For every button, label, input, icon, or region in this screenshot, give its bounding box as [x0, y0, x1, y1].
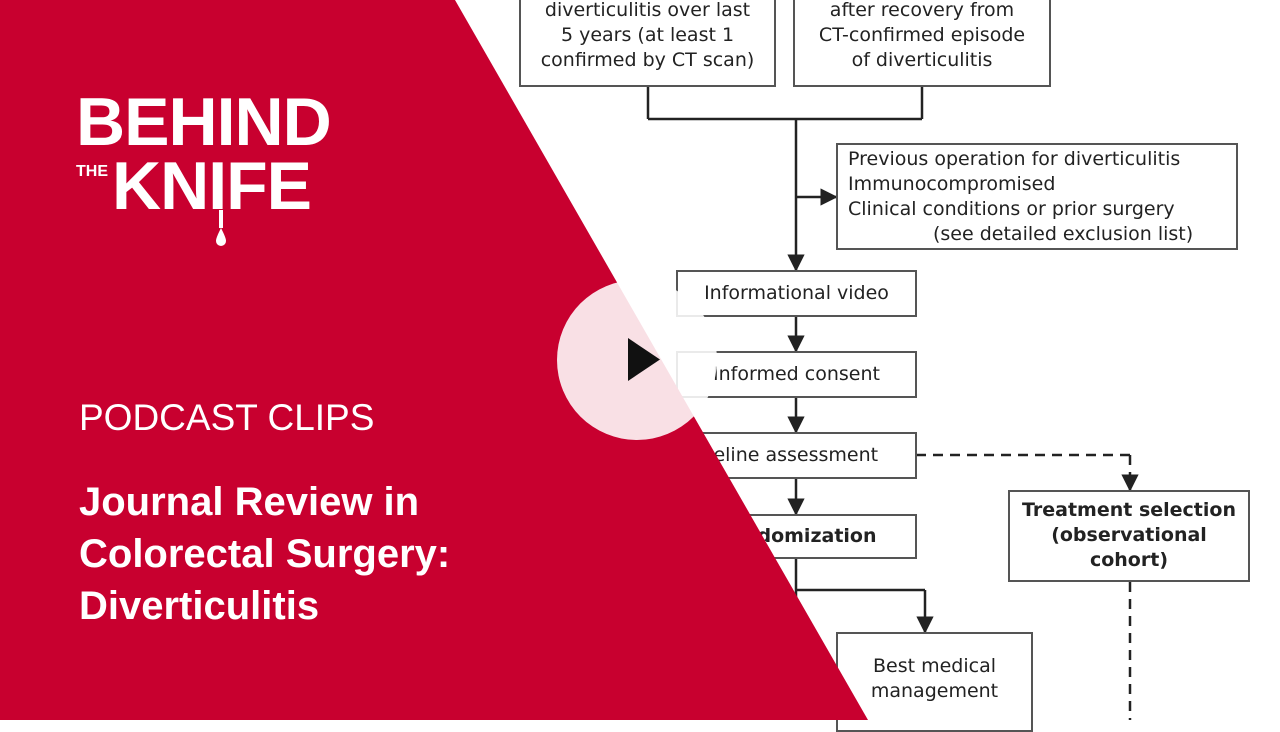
play-button[interactable] [557, 280, 717, 440]
box-right-line: CT-confirmed episode [818, 24, 1026, 46]
episode-title-line: Colorectal Surgery: [79, 532, 451, 576]
podcast-clips-label: PODCAST CLIPS [79, 397, 375, 438]
logo-word-knife: KNIFE [112, 148, 312, 224]
exclusion-line: Previous operation for diverticulitis [848, 148, 1181, 170]
box-right-line: of diverticulitis [851, 49, 993, 71]
baseline-assessment-label: Baseline assessment [678, 444, 879, 466]
randomization-box: Randomization [676, 514, 917, 559]
behind-the-knife-logo: BEHIND THE KNIFE [76, 88, 332, 246]
exclusion-criteria-box: Previous operation for diverticulitis Im… [836, 143, 1238, 250]
box-left-line: diverticulitis over last [544, 0, 751, 21]
inclusion-box-right: after recovery from CT-confirmed episode… [793, 0, 1051, 87]
play-icon [628, 338, 660, 381]
treatment-selection-line: (observational [1051, 524, 1207, 546]
episode-title: Journal Review in Colorectal Surgery: Di… [79, 476, 599, 632]
box-left-line: confirmed by CT scan) [540, 49, 755, 71]
episode-title-line: Journal Review in [79, 480, 420, 524]
treatment-selection-box: Treatment selection (observational cohor… [1008, 490, 1250, 582]
best-medical-management-box: Best medical management [836, 632, 1033, 732]
logo-word-the: THE [76, 163, 108, 180]
treatment-selection-line: Treatment selection [1022, 499, 1236, 521]
exclusion-line: Clinical conditions or prior surgery [848, 198, 1175, 220]
blood-drop-icon [216, 210, 226, 246]
best-medical-line: Best medical [872, 655, 997, 677]
treatment-selection-line: cohort) [1089, 549, 1169, 571]
best-medical-line: management [870, 680, 999, 702]
episode-title-line: Diverticulitis [79, 584, 320, 628]
exclusion-line: (see detailed exclusion list) [933, 223, 1194, 245]
inclusion-box-left: diverticulitis over last 5 years (at lea… [519, 0, 776, 87]
exclusion-line: Immunocompromised [848, 173, 1056, 195]
logo-word-behind: BEHIND [76, 84, 332, 160]
box-left-line: 5 years (at least 1 [560, 24, 735, 46]
box-right-line: after recovery from [829, 0, 1015, 21]
randomization-label: Randomization [716, 525, 877, 547]
